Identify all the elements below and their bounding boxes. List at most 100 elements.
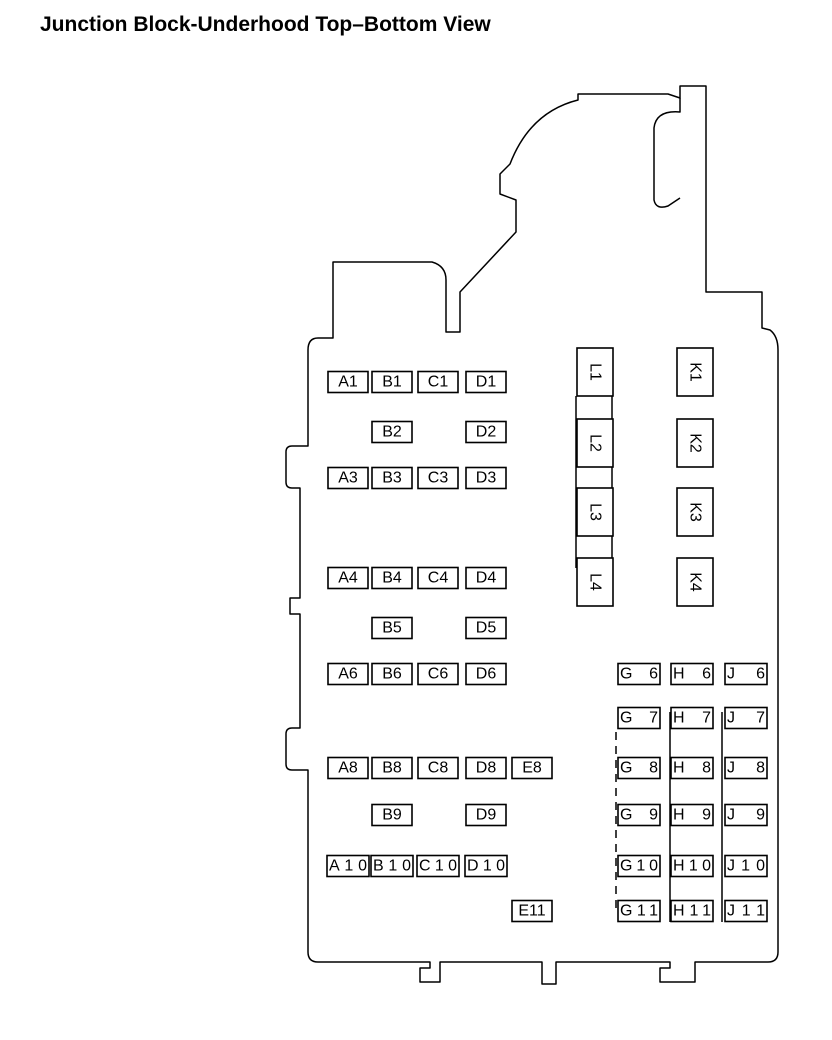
position-g6: G6 (617, 662, 661, 686)
position-d10: D10 (464, 854, 508, 878)
position-j8: J8 (724, 756, 768, 780)
position-label-j10: J10 (727, 858, 765, 875)
position-box-h11 (670, 899, 714, 923)
position-box-d6 (465, 662, 507, 686)
position-g9: G9 (617, 803, 661, 827)
position-label-d6: D6 (476, 666, 497, 683)
position-j10: J10 (724, 854, 768, 878)
position-k2: K2 (676, 418, 714, 468)
position-l2: L2 (576, 418, 614, 468)
position-g7: G7 (617, 706, 661, 730)
position-box-l1 (576, 347, 614, 397)
position-box-j11 (724, 899, 768, 923)
position-label-k4: K4 (687, 572, 704, 592)
position-label-d1: D1 (476, 374, 497, 391)
position-box-a8 (327, 756, 369, 780)
position-box-j10 (724, 854, 768, 878)
position-c10: C10 (416, 854, 460, 878)
position-c3: C3 (417, 466, 459, 490)
position-label-d8: D8 (476, 760, 497, 777)
top-tab-inner-edge (653, 98, 681, 208)
position-box-b8 (371, 756, 413, 780)
position-h10: H10 (670, 854, 714, 878)
position-label-b4: B4 (382, 570, 402, 587)
position-label-l2: L2 (587, 434, 604, 452)
position-label-e8: E8 (522, 760, 542, 777)
position-label-a4: A4 (338, 570, 358, 587)
position-label-d5: D5 (476, 620, 497, 637)
position-j6: J6 (724, 662, 768, 686)
position-box-c6 (417, 662, 459, 686)
position-box-d5 (465, 616, 507, 640)
position-label-a1: A1 (338, 374, 358, 391)
position-b3: B3 (371, 466, 413, 490)
position-box-a10 (326, 854, 370, 878)
position-h9: H9 (670, 803, 714, 827)
position-d8: D8 (465, 756, 507, 780)
position-h11: H11 (670, 899, 714, 923)
position-box-j7 (724, 706, 768, 730)
position-j11: J11 (724, 899, 768, 923)
position-b4: B4 (371, 566, 413, 590)
position-box-d10 (464, 854, 508, 878)
position-label-k1: K1 (687, 362, 704, 382)
position-b8: B8 (371, 756, 413, 780)
position-a3: A3 (327, 466, 369, 490)
position-box-h7 (670, 706, 714, 730)
position-e8: E8 (511, 756, 553, 780)
position-j9: J9 (724, 803, 768, 827)
position-box-h9 (670, 803, 714, 827)
position-e11: E11 (511, 899, 553, 923)
position-box-b1 (371, 370, 413, 394)
position-label-h10: H10 (673, 858, 711, 875)
position-c8: C8 (417, 756, 459, 780)
position-a6: A6 (327, 662, 369, 686)
position-box-l3 (576, 487, 614, 537)
position-label-k3: K3 (687, 502, 704, 522)
position-box-d8 (465, 756, 507, 780)
position-label-d4: D4 (476, 570, 497, 587)
position-label-l4: L4 (587, 573, 604, 591)
position-h8: H8 (670, 756, 714, 780)
position-a10: A10 (326, 854, 370, 878)
position-b10: B10 (370, 854, 414, 878)
position-box-e8 (511, 756, 553, 780)
position-l1: L1 (576, 347, 614, 397)
position-box-e11 (511, 899, 553, 923)
position-box-d9 (465, 803, 507, 827)
position-box-g10 (617, 854, 661, 878)
position-box-b3 (371, 466, 413, 490)
position-k4: K4 (676, 557, 714, 607)
position-box-l4 (576, 557, 614, 607)
position-label-h11: H11 (673, 903, 711, 920)
position-label-b2: B2 (382, 424, 402, 441)
position-box-g9 (617, 803, 661, 827)
position-box-b6 (371, 662, 413, 686)
position-label-l1: L1 (587, 363, 604, 381)
position-label-g10: G10 (620, 858, 658, 875)
position-box-b10 (370, 854, 414, 878)
position-c4: C4 (417, 566, 459, 590)
position-l4: L4 (576, 557, 614, 607)
position-box-g6 (617, 662, 661, 686)
position-label-a10: A10 (329, 858, 367, 875)
position-b5: B5 (371, 616, 413, 640)
position-label-b5: B5 (382, 620, 402, 637)
position-box-c1 (417, 370, 459, 394)
position-label-c6: C6 (428, 666, 449, 683)
position-box-c4 (417, 566, 459, 590)
position-box-a3 (327, 466, 369, 490)
position-box-d3 (465, 466, 507, 490)
position-label-b1: B1 (382, 374, 402, 391)
position-box-c8 (417, 756, 459, 780)
position-d2: D2 (465, 420, 507, 444)
position-label-c8: C8 (428, 760, 449, 777)
position-a1: A1 (327, 370, 369, 394)
position-label-a8: A8 (338, 760, 358, 777)
position-g8: G8 (617, 756, 661, 780)
position-box-g8 (617, 756, 661, 780)
position-b9: B9 (371, 803, 413, 827)
position-j7: J7 (724, 706, 768, 730)
position-box-h8 (670, 756, 714, 780)
